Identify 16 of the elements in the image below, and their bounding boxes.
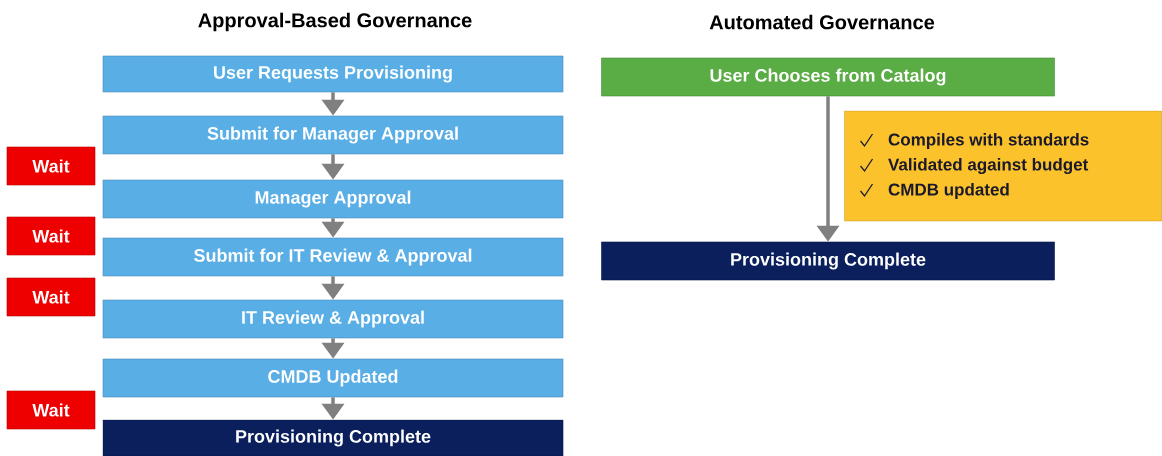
process-box: IT Review & Approval [102, 299, 564, 339]
column-heading: Automated Governance [709, 14, 935, 30]
column-heading: Approval-Based Governance [198, 12, 472, 32]
process-box: User Chooses from Catalog [601, 57, 1055, 97]
process-box: Provisioning Complete [102, 419, 564, 456]
process-box: Submit for IT Review & Approval [102, 237, 564, 277]
process-box: User Requests Provisioning [102, 55, 564, 93]
note-box: Compiles with standards Validated against budget CMDB updated [844, 110, 1162, 222]
process-box: CMDB Updated [102, 358, 564, 398]
process-box: Provisioning Complete [601, 241, 1055, 281]
process-box: Submit for Manager Approval [102, 115, 564, 155]
wait-box: Wait [6, 390, 96, 430]
wait-box: Wait [6, 277, 96, 317]
wait-box: Wait [6, 146, 96, 186]
wait-box: Wait [6, 216, 96, 256]
process-box: Manager Approval [102, 179, 564, 219]
